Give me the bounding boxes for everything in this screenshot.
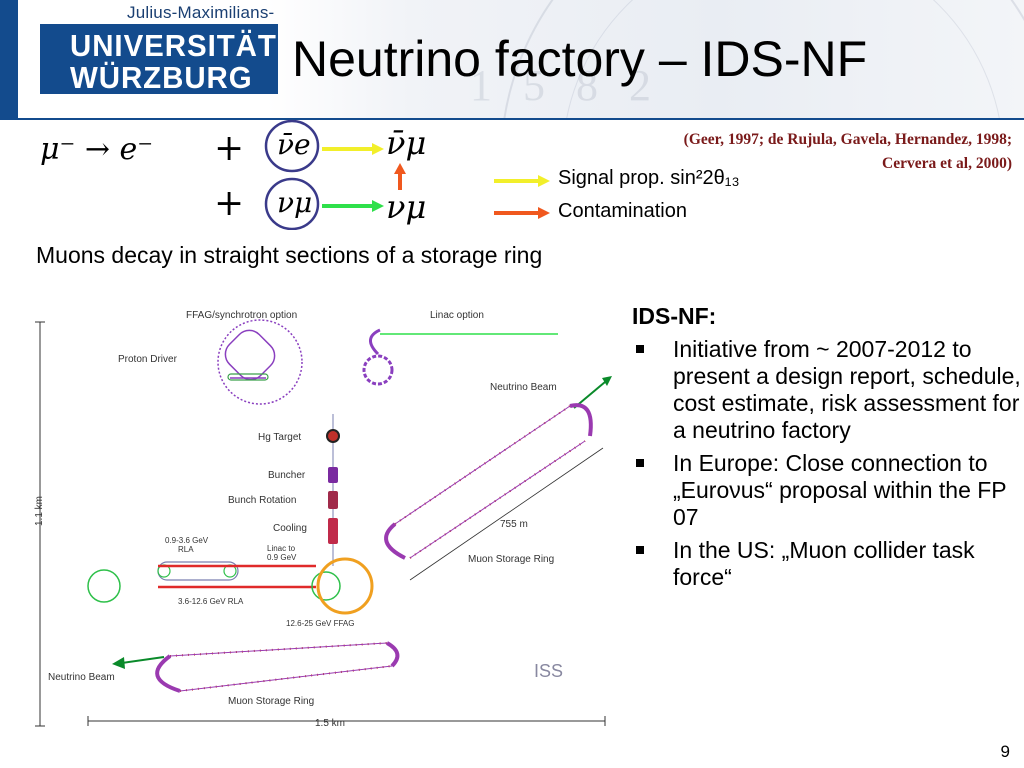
university-logo: [40, 24, 278, 94]
page-number: 9: [1000, 742, 1010, 761]
logo-line-2: WÜRZBURG: [70, 60, 253, 95]
bunch-rotation-label: Bunch Rotation: [228, 495, 296, 506]
slide-subtitle: Muons decay in straight sections of a st…: [36, 242, 543, 268]
bullet-square-icon: [636, 546, 644, 554]
storage-ring-bottom-label: Muon Storage Ring: [228, 696, 314, 707]
scale-horizontal-label: 1.5 km: [315, 718, 345, 729]
cooling-label: Cooling: [273, 523, 307, 534]
neutrino-beam-top-label: Neutrino Beam: [490, 382, 557, 393]
bullet-item: Initiative from ~ 2007-2012 to present a…: [632, 336, 1022, 444]
logo-top-text: Julius-Maximilians-: [127, 3, 275, 22]
logo-side-bar: [0, 0, 18, 120]
legend-signal: Signal prop. sin²2θ₁₃: [558, 167, 740, 189]
slide-title: Neutrino factory – IDS-NF: [292, 31, 868, 87]
bullet-square-icon: [636, 345, 644, 353]
neutrino-beam-bottom-label: Neutrino Beam: [48, 672, 115, 683]
hg-target-label: Hg Target: [258, 432, 301, 443]
iss-label: ISS: [534, 661, 563, 681]
ids-nf-heading: IDS-NF:: [632, 303, 717, 329]
distance-label: 755 m: [500, 519, 528, 530]
scale-vertical-label: 1.1 km: [34, 496, 45, 526]
rla-small-label-2: RLA: [178, 545, 194, 554]
bullet-item: In Europe: Close connection to „Euroνus“…: [632, 450, 1022, 531]
linac-option-label: Linac option: [430, 310, 484, 321]
oscillation-arrows: [264, 119, 406, 230]
linac-to-label-2: 0.9 GeV: [267, 553, 297, 562]
linac-to-label-1: Linac to: [267, 544, 296, 553]
logo-line-1: UNIVERSITÄT: [70, 28, 277, 63]
reference-line-2: Cervera et al, 2000): [882, 155, 1012, 172]
bullet-text: In the US: „Muon collider task force“: [673, 537, 975, 590]
storage-ring-right-label: Muon Storage Ring: [468, 554, 554, 565]
neutrino-factory-layout: 1.1 km 1.5 km FFAG/synchrotron option Pr…: [30, 296, 620, 736]
buncher-label: Buncher: [268, 470, 306, 481]
watermark-digits: 1 5 8 2: [470, 61, 661, 110]
muon-decay-term: μ⁻ → e⁻: [40, 132, 154, 167]
slide-header: 1 5 8 2 Julius-Maximilians- UNIVERSITÄT …: [0, 0, 1024, 120]
legend-arrows: [494, 175, 550, 219]
ffag-ring-label: 12.6-25 GeV FFAG: [286, 619, 354, 628]
rla-big-label: 3.6-12.6 GeV RLA: [178, 597, 244, 606]
nu-e-bar: ν̄e: [277, 128, 311, 161]
title-divider: [0, 118, 1024, 120]
plus-sign-1: +: [214, 128, 245, 169]
plus-sign-2: +: [214, 183, 245, 224]
reference-citation: (Geer, 1997; de Rujula, Gavela, Hernande…: [684, 128, 1012, 176]
ids-nf-bullets: Initiative from ~ 2007-2012 to present a…: [632, 336, 1022, 591]
legend-contamination: Contamination: [558, 200, 687, 222]
bullet-square-icon: [636, 459, 644, 467]
ffag-option-label: FFAG/synchrotron option: [186, 310, 297, 321]
proton-driver-label: Proton Driver: [118, 354, 178, 365]
ids-nf-section: IDS-NF: Initiative from ~ 2007-2012 to p…: [632, 303, 1022, 597]
nu-mu-out: νμ: [386, 188, 427, 226]
nu-mu: νμ: [277, 186, 313, 219]
layout-svg: 1.1 km 1.5 km FFAG/synchrotron option Pr…: [34, 310, 612, 729]
rla-small-label-1: 0.9-3.6 GeV: [165, 536, 209, 545]
reference-line-1: (Geer, 1997; de Rujula, Gavela, Hernande…: [683, 131, 1012, 148]
bullet-item: In the US: „Muon collider task force“: [632, 537, 1022, 591]
bullet-text: Initiative from ~ 2007-2012 to present a…: [673, 336, 1021, 443]
bullet-text: In Europe: Close connection to „Euroνus“…: [673, 450, 1007, 530]
nu-mu-bar-out: ν̄μ: [386, 124, 427, 162]
